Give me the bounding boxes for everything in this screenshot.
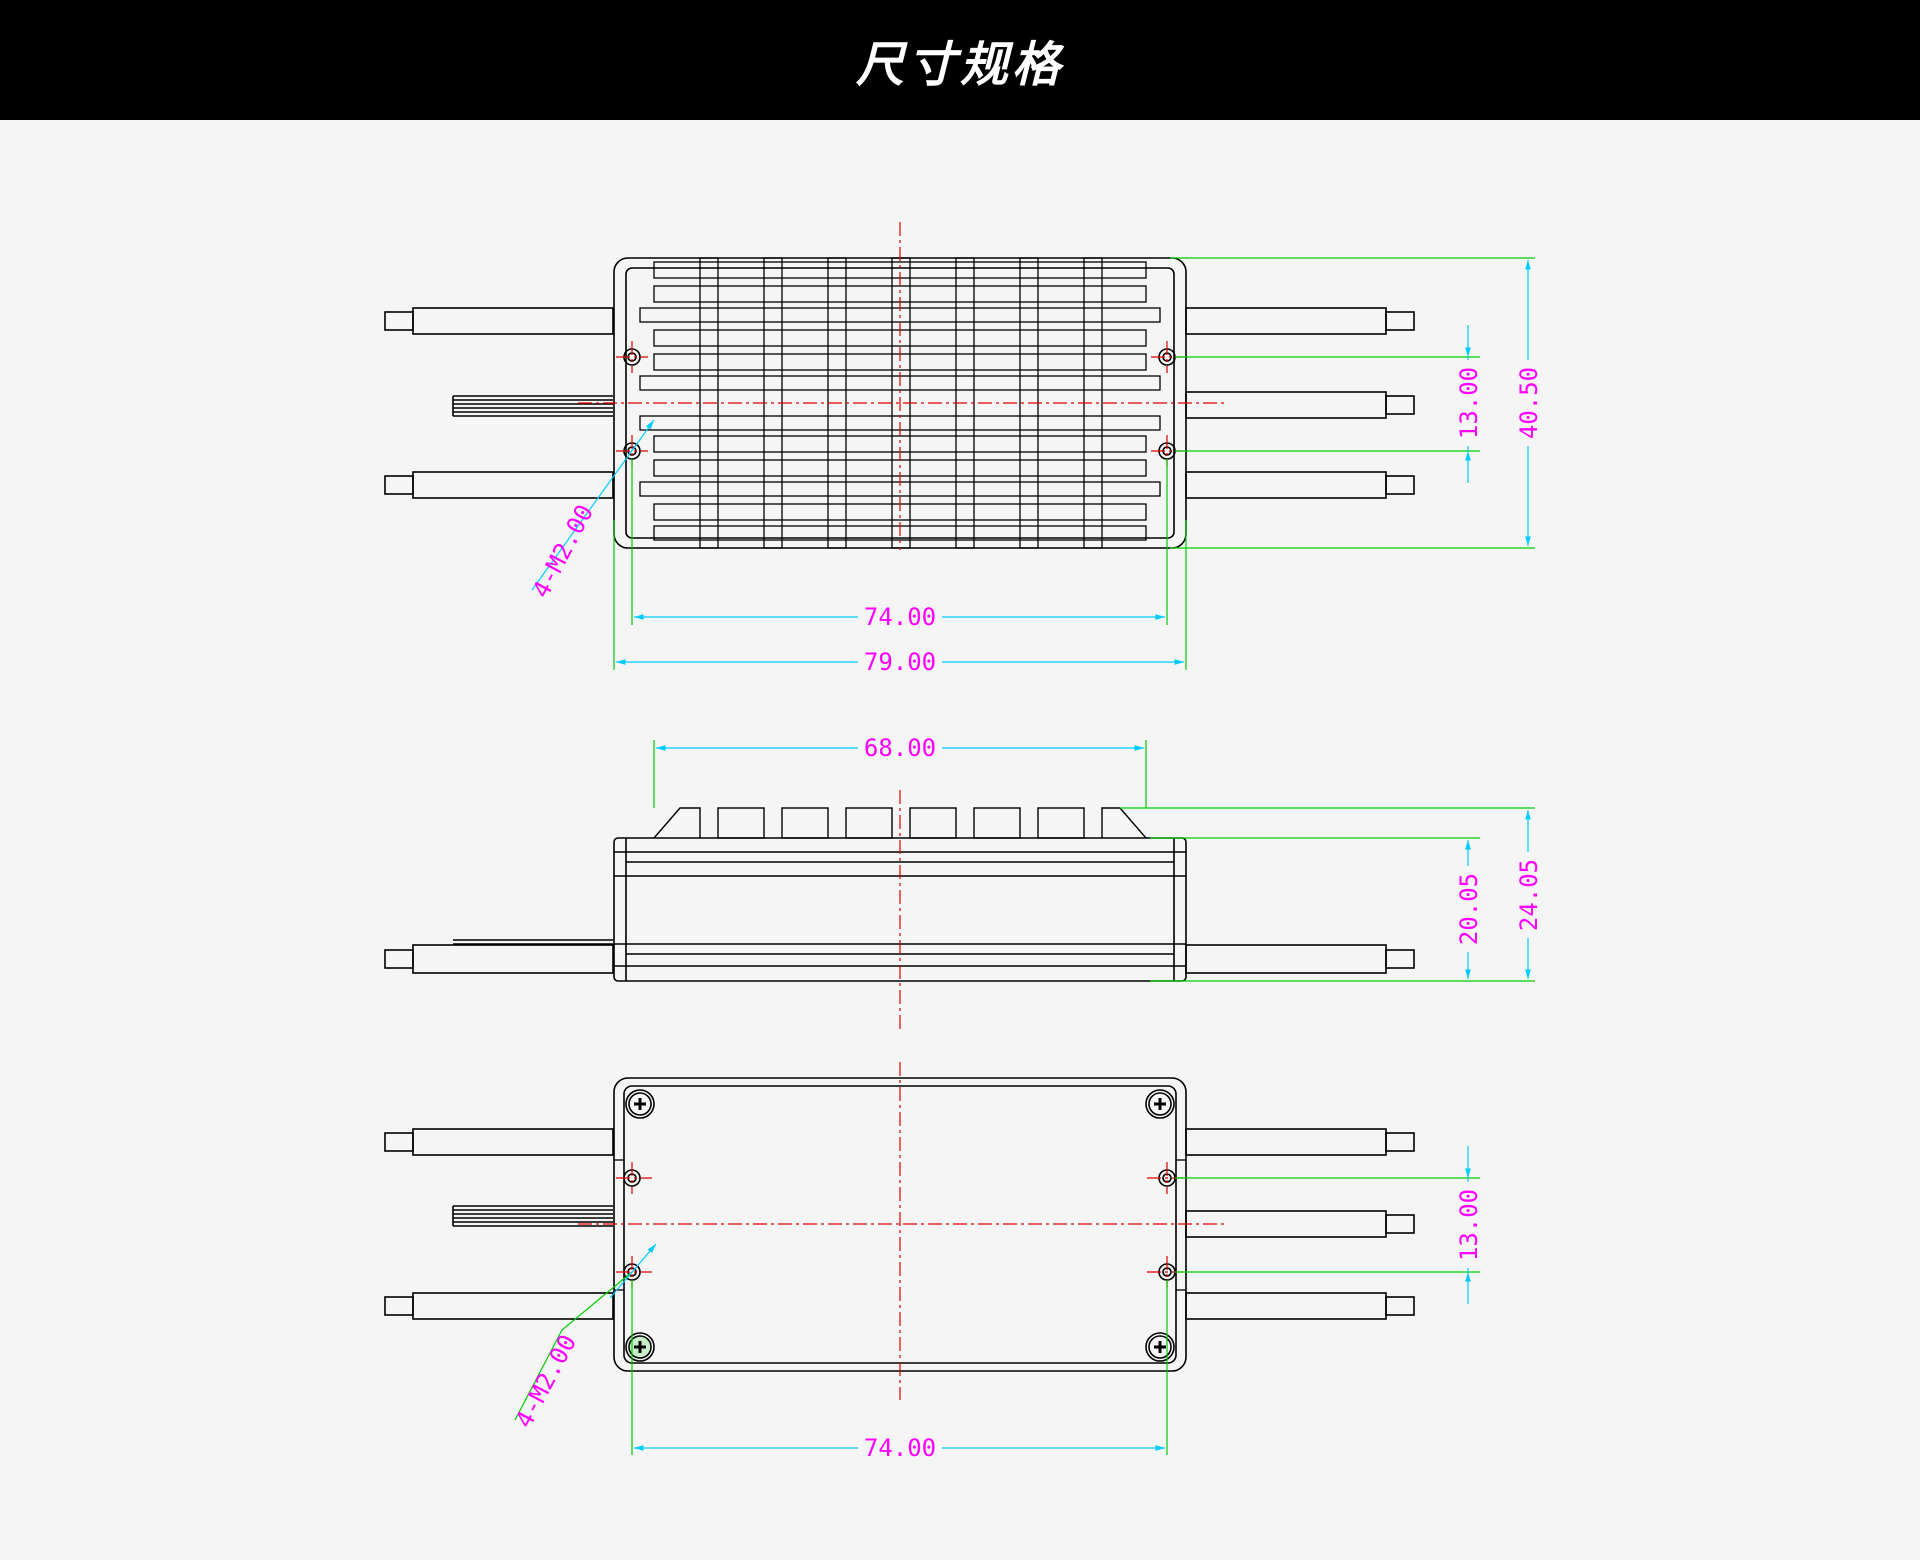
screw-icon xyxy=(625,1332,655,1362)
dim-side-24-05: 24.05 xyxy=(1515,859,1543,931)
screw-icon xyxy=(1145,1089,1175,1119)
top-center-lines xyxy=(578,222,1225,550)
bottom-left-cables xyxy=(384,1128,614,1320)
dim-top-74: 74.00 xyxy=(864,603,936,631)
side-dimension-labels: 68.00 20.05 24.05 xyxy=(858,734,1543,952)
dim-side-20-05: 20.05 xyxy=(1455,873,1483,945)
top-dimension-lines xyxy=(531,260,1531,665)
dim-bottom-13: 13.00 xyxy=(1455,1189,1483,1261)
dim-top-79: 79.00 xyxy=(864,648,936,676)
top-right-cables xyxy=(1185,307,1415,499)
side-extension-lines xyxy=(653,740,1535,982)
screw-icon xyxy=(625,1089,655,1119)
bottom-right-cables xyxy=(1185,1128,1415,1320)
dim-top-13: 13.00 xyxy=(1455,367,1483,439)
side-heatsink-fins xyxy=(653,807,1147,839)
side-cables xyxy=(384,939,1415,974)
side-body-outline xyxy=(613,837,1187,982)
dim-bottom-holes: 4-M2.00 xyxy=(510,1330,582,1432)
bottom-dimension-lines xyxy=(609,1146,1471,1451)
bottom-side-notches xyxy=(614,1159,1186,1291)
header-bar: 尺寸规格 xyxy=(0,0,1920,120)
screw-icon xyxy=(1145,1332,1175,1362)
bottom-extension-lines xyxy=(514,1177,1480,1455)
dim-top-holes: 4-M2.00 xyxy=(527,500,599,602)
dim-bottom-74: 74.00 xyxy=(864,1434,936,1462)
dimension-drawing: 74.00 79.00 13.00 40.50 4-M2.00 xyxy=(384,222,1543,1462)
dim-side-68: 68.00 xyxy=(864,734,936,762)
top-extension-lines xyxy=(613,257,1535,670)
top-left-cables xyxy=(384,307,614,499)
bottom-center-lines xyxy=(578,1062,1225,1400)
dim-top-40-50: 40.50 xyxy=(1515,367,1543,439)
bottom-screw-icons xyxy=(625,1089,1175,1362)
page-title: 尺寸规格 xyxy=(855,37,1064,93)
top-dimension-labels: 74.00 79.00 13.00 40.50 4-M2.00 xyxy=(527,360,1543,676)
